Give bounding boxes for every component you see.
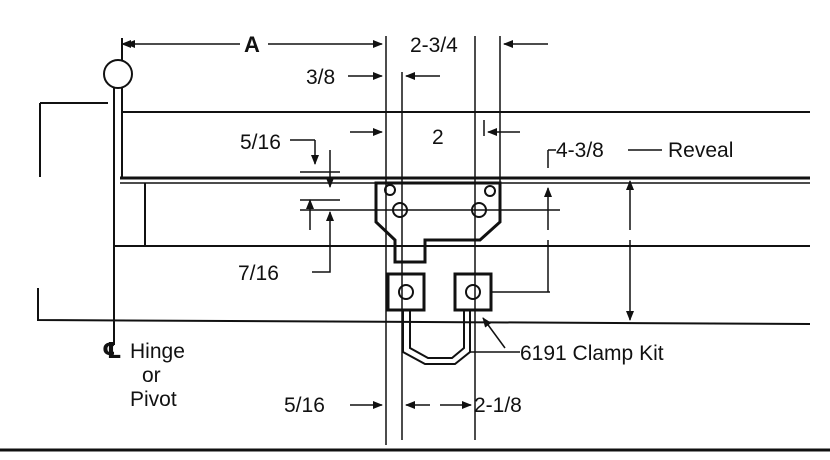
dim-4-3-8-label: 4-3/8 bbox=[556, 139, 604, 162]
or-label: or bbox=[142, 364, 161, 387]
clamp-kit-label: 6191 Clamp Kit bbox=[520, 342, 664, 365]
dim-a-label: A bbox=[244, 32, 260, 57]
dimension-arrows bbox=[121, 40, 634, 409]
reference-lines bbox=[385, 36, 501, 445]
dim-5-16-bottom-label: 5/16 bbox=[284, 394, 325, 417]
centerline-symbol: ℄ bbox=[102, 338, 122, 363]
dim-7-16-label: 7/16 bbox=[238, 262, 279, 285]
dim-3-8-label: 3/8 bbox=[306, 66, 335, 89]
dim-5-16-top-label: 5/16 bbox=[240, 131, 281, 154]
hinge-pivot-centerline bbox=[103, 38, 133, 345]
hinge-label: Hinge bbox=[130, 340, 185, 363]
reveal-label: Reveal bbox=[668, 139, 733, 162]
clamp-blocks bbox=[386, 272, 550, 365]
dim-2-1-8-label: 2-1/8 bbox=[474, 394, 522, 417]
dim-2-3-4-label: 2-3/4 bbox=[410, 34, 458, 57]
dim-2-label: 2 bbox=[432, 126, 444, 149]
top-bracket-plate bbox=[300, 181, 560, 264]
pivot-label: Pivot bbox=[130, 388, 177, 411]
